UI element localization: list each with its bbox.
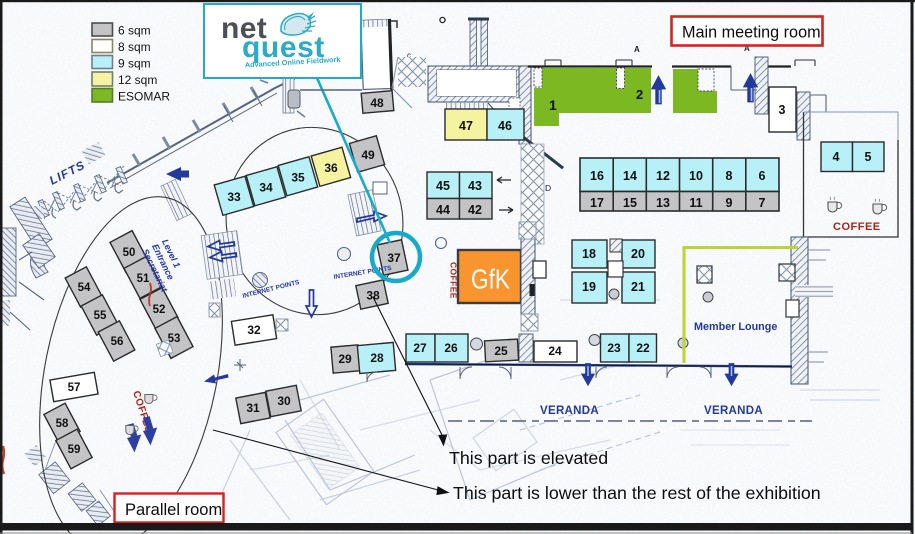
svg-text:11: 11: [689, 196, 702, 210]
svg-text:6 sqm: 6 sqm: [118, 24, 151, 38]
svg-text:26: 26: [444, 341, 458, 355]
svg-text:45: 45: [436, 179, 450, 193]
svg-text:23: 23: [607, 341, 621, 355]
svg-text:net: net: [221, 12, 267, 45]
svg-text:This part is lower than the re: This part is lower than the rest of the …: [453, 483, 821, 503]
svg-text:7: 7: [759, 196, 766, 210]
svg-text:COFFEE: COFFEE: [833, 221, 881, 233]
svg-text:Parallel room: Parallel room: [125, 501, 222, 519]
svg-text:15: 15: [623, 196, 637, 210]
svg-text:49: 49: [361, 148, 375, 162]
svg-text:33: 33: [227, 190, 241, 204]
svg-text:30: 30: [277, 394, 291, 408]
svg-text:9: 9: [726, 196, 733, 210]
svg-text:27: 27: [413, 341, 427, 355]
svg-text:56: 56: [111, 336, 124, 348]
svg-text:VERANDA: VERANDA: [540, 405, 599, 417]
svg-text:36: 36: [324, 161, 338, 175]
svg-text:18: 18: [582, 247, 596, 261]
svg-text:COFFEE: COFFEE: [449, 262, 459, 299]
svg-text:3: 3: [779, 103, 786, 117]
svg-text:34: 34: [259, 181, 273, 195]
svg-text:12: 12: [656, 169, 670, 183]
svg-text:GfK: GfK: [471, 264, 511, 295]
svg-text:55: 55: [94, 310, 107, 322]
svg-text:12 sqm: 12 sqm: [118, 73, 157, 87]
svg-text:29: 29: [338, 352, 352, 366]
svg-text:38: 38: [366, 289, 380, 303]
svg-text:57: 57: [68, 382, 81, 394]
svg-text:28: 28: [370, 351, 384, 365]
svg-text:D: D: [545, 183, 551, 193]
svg-text:ESOMAR: ESOMAR: [118, 90, 170, 104]
svg-text:quest: quest: [242, 31, 325, 64]
svg-text:32: 32: [247, 323, 261, 337]
svg-text:VERANDA: VERANDA: [704, 405, 763, 417]
svg-text:14: 14: [623, 169, 637, 183]
svg-text:44: 44: [436, 203, 450, 217]
svg-text:16: 16: [590, 169, 604, 183]
svg-text:8 sqm: 8 sqm: [118, 40, 151, 54]
svg-text:59: 59: [68, 444, 81, 456]
svg-text:43: 43: [468, 179, 482, 193]
svg-text:Main meeting room: Main meeting room: [682, 24, 821, 42]
svg-text:54: 54: [78, 282, 91, 294]
svg-text:21: 21: [631, 280, 645, 294]
svg-text:53: 53: [168, 333, 181, 345]
svg-text:51: 51: [137, 273, 150, 285]
svg-text:Member Lounge: Member Lounge: [694, 321, 777, 333]
svg-text:c: c: [407, 51, 411, 60]
svg-text:19: 19: [582, 280, 596, 294]
svg-text:46: 46: [498, 119, 512, 133]
svg-text:9 sqm: 9 sqm: [118, 57, 151, 71]
svg-text:48: 48: [370, 96, 384, 110]
svg-text:50: 50: [123, 247, 136, 259]
svg-text:52: 52: [153, 304, 166, 316]
svg-text:47: 47: [459, 119, 473, 133]
svg-text:8: 8: [726, 169, 733, 183]
svg-text:This part is elevated: This part is elevated: [449, 448, 608, 468]
svg-text:10: 10: [689, 169, 703, 183]
svg-text:37: 37: [387, 251, 401, 265]
svg-text:24: 24: [548, 344, 562, 358]
svg-text:A: A: [634, 45, 640, 54]
svg-text:4: 4: [833, 150, 840, 164]
svg-text:31: 31: [246, 401, 260, 415]
svg-text:35: 35: [291, 171, 305, 185]
svg-text:13: 13: [656, 196, 670, 210]
svg-text:22: 22: [636, 341, 650, 355]
svg-text:42: 42: [468, 203, 482, 217]
svg-text:2: 2: [636, 87, 643, 102]
svg-text:25: 25: [494, 344, 508, 358]
svg-text:58: 58: [56, 418, 69, 430]
svg-text:6: 6: [759, 169, 766, 183]
svg-text:5: 5: [865, 150, 872, 164]
svg-text:A: A: [744, 44, 750, 53]
svg-text:20: 20: [631, 247, 645, 261]
svg-text:1: 1: [549, 97, 557, 113]
svg-text:17: 17: [590, 196, 604, 210]
